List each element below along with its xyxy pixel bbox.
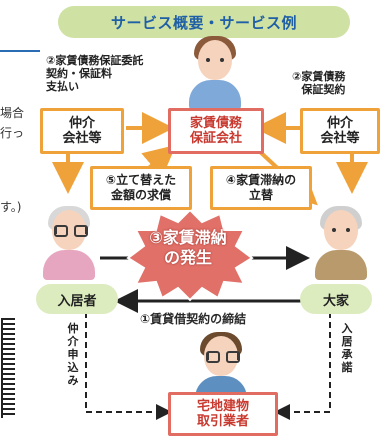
guarantee-company-box: 家賃債務 保証会社 — [168, 108, 264, 154]
vertical-label-right: 入居承諾 — [341, 322, 353, 374]
elderly-woman-icon — [38, 206, 98, 280]
burst-shape — [126, 208, 254, 302]
dashed-landlord-to-broker — [274, 312, 331, 420]
text-fragment-2: 行っ — [0, 126, 25, 140]
text-fragment-3: す。) — [0, 200, 22, 214]
advance-box: ④家賃滞納の 立替 — [210, 166, 312, 210]
caption-right-top: ②家賃債務 保証契約 — [292, 70, 346, 96]
contract-label: ①賃貸借契約の締結 — [140, 312, 247, 326]
tenant-pill: 入居者 — [36, 284, 118, 314]
diagram-title: サービス概要・サービス例 — [58, 6, 350, 38]
broker-box: 宅地建物 取引業者 — [168, 392, 278, 436]
elderly-man-icon — [310, 206, 370, 280]
landlord-pill: 大家 — [300, 284, 372, 314]
agent-box-left: 仲介 会社等 — [40, 108, 124, 154]
vertical-label-left: 仲介申込み — [67, 322, 79, 387]
caption-left-top: ②家賃債務保証委託 契約・保証料 支払い — [46, 54, 144, 93]
left-edge-marks — [1, 318, 15, 418]
burst-label: ③家賃滞納 の発生 — [149, 228, 227, 267]
text-fragment-1: 場合 — [0, 106, 25, 120]
left-rule-line — [0, 50, 40, 52]
woman-icon — [184, 36, 244, 110]
agent-box-right: 仲介 会社等 — [300, 108, 380, 154]
dashed-tenant-to-broker — [85, 312, 172, 420]
claim-box: ⑤立て替えた 金額の求償 — [90, 166, 192, 210]
